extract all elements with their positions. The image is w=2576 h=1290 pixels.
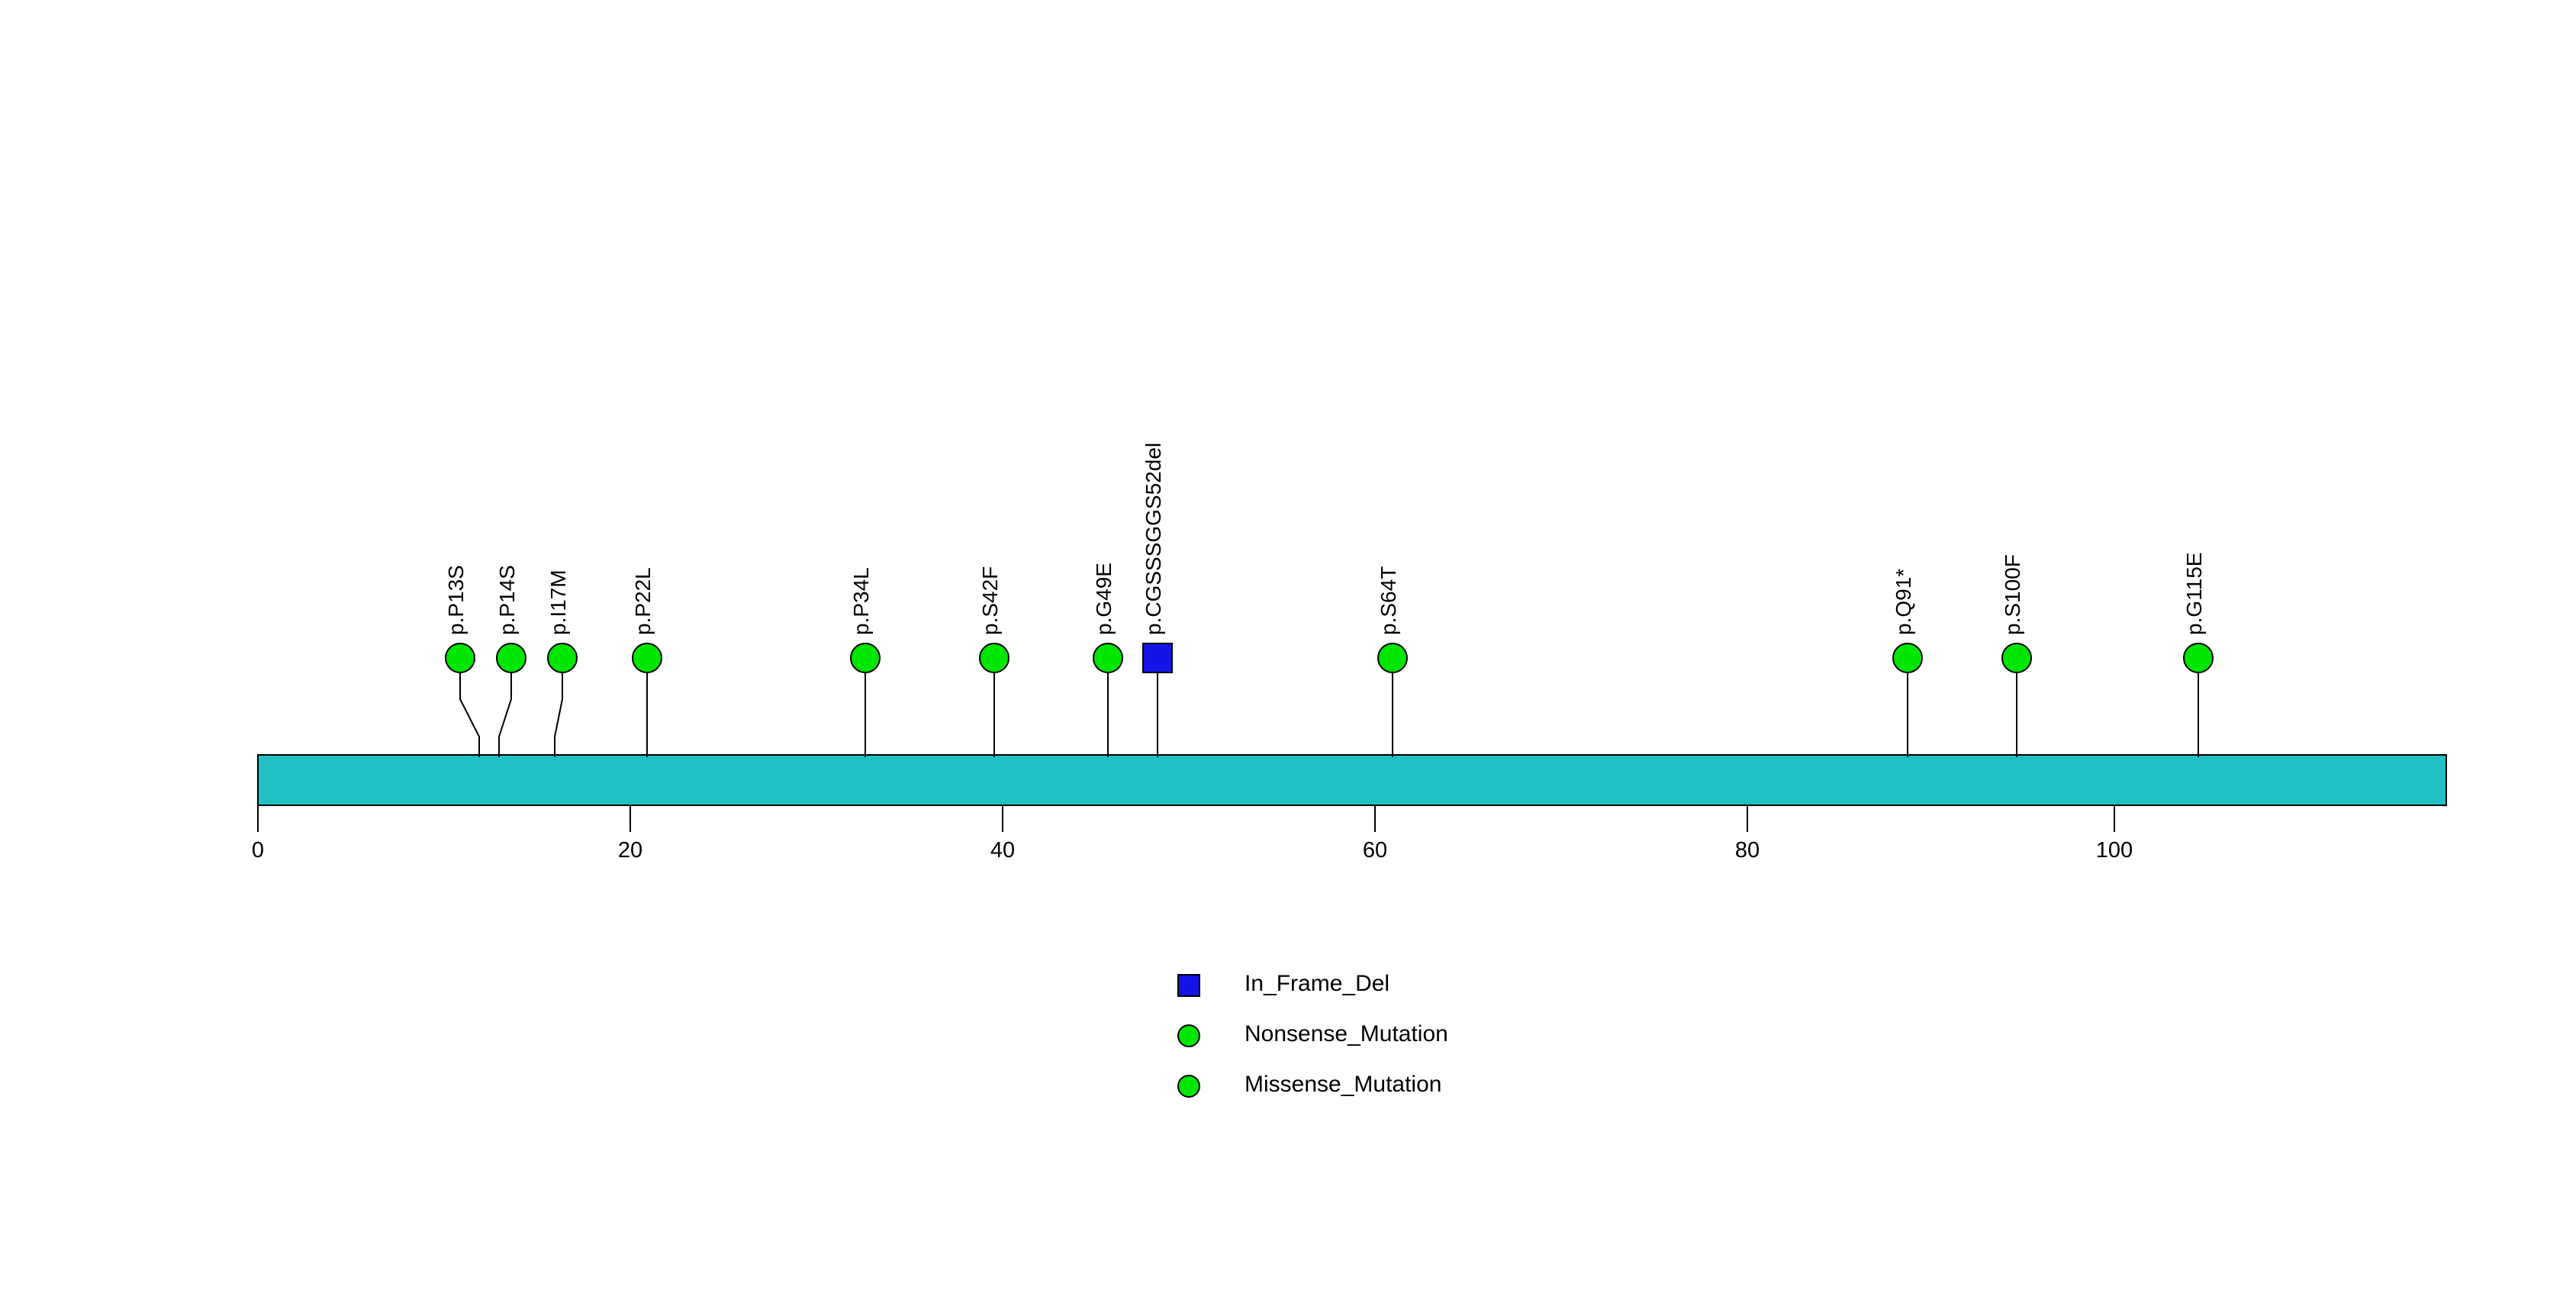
legend-label: Nonsense_Mutation (1245, 1021, 1448, 1047)
lollipop-stem (1107, 672, 1109, 757)
mutation-label: p.CGSSSGGS52del (1141, 442, 1165, 635)
axis-tick-100 (2114, 806, 2115, 832)
legend-label: In_Frame_Del (1245, 971, 1390, 996)
axis-tick-label: 80 (1734, 838, 1760, 863)
lollipop-stem (2016, 672, 2017, 757)
legend-swatch-square-icon (1177, 974, 1200, 997)
lollipop-marker-circle[interactable] (2001, 643, 2032, 673)
axis-tick-label: 40 (990, 838, 1016, 863)
lollipop-stem (554, 672, 563, 757)
mutation-label: p.G49E (1092, 563, 1116, 635)
axis-tick-label: 100 (2095, 838, 2133, 863)
legend-swatch-circle-icon (1177, 1075, 1200, 1098)
lollipop-marker-circle[interactable] (1892, 643, 1923, 673)
legend-swatch-circle-icon (1177, 1024, 1200, 1047)
axis-tick-20 (630, 806, 631, 832)
mutation-label: p.G115E (2182, 552, 2206, 635)
lollipop-stem (865, 672, 866, 757)
lollipop-marker-circle[interactable] (632, 643, 662, 673)
axis-tick-0 (257, 806, 259, 832)
lollipop-marker-circle[interactable] (496, 643, 526, 673)
axis-tick-label: 0 (251, 838, 265, 863)
lollipop-marker-circle[interactable] (1377, 643, 1408, 673)
mutation-label: p.S42F (978, 566, 1002, 635)
legend-label: Missense_Mutation (1245, 1072, 1442, 1097)
mutation-label: p.P22L (631, 567, 655, 635)
lollipop-marker-circle[interactable] (1093, 643, 1123, 673)
lollipop-stem (1392, 672, 1393, 757)
lollipop-marker-circle[interactable] (445, 643, 475, 673)
lollipop-stem (2198, 672, 2199, 757)
lollipop-stem (993, 672, 995, 757)
axis-tick-label: 60 (1362, 838, 1388, 863)
mutation-label: p.I17M (546, 569, 570, 635)
lollipop-marker-circle[interactable] (547, 643, 578, 673)
lollipop-stem (646, 672, 648, 757)
axis-tick-40 (1002, 806, 1003, 832)
lollipop-stem (1907, 672, 1908, 757)
protein-domain-bar (257, 754, 2447, 806)
mutation-label: p.Q91* (1892, 568, 1915, 635)
axis-tick-label: 20 (617, 838, 643, 863)
mutation-label: p.P13S (444, 565, 468, 635)
lollipop-marker-circle[interactable] (979, 643, 1009, 673)
mutation-label: p.S100F (2001, 554, 2024, 635)
lollipop-stem (1157, 672, 1158, 757)
lollipop-stem (498, 672, 512, 757)
axis-tick-80 (1747, 806, 1748, 832)
mutation-label: p.S64T (1377, 566, 1400, 635)
lollipop-marker-circle[interactable] (850, 643, 881, 673)
mutation-label: p.P34L (849, 567, 873, 635)
mutation-label: p.P14S (495, 565, 519, 635)
axis-tick-60 (1374, 806, 1376, 832)
lollipop-marker-circle[interactable] (2183, 643, 2214, 673)
lollipop-stem (459, 672, 480, 757)
lollipop-marker-square[interactable] (1142, 643, 1173, 673)
